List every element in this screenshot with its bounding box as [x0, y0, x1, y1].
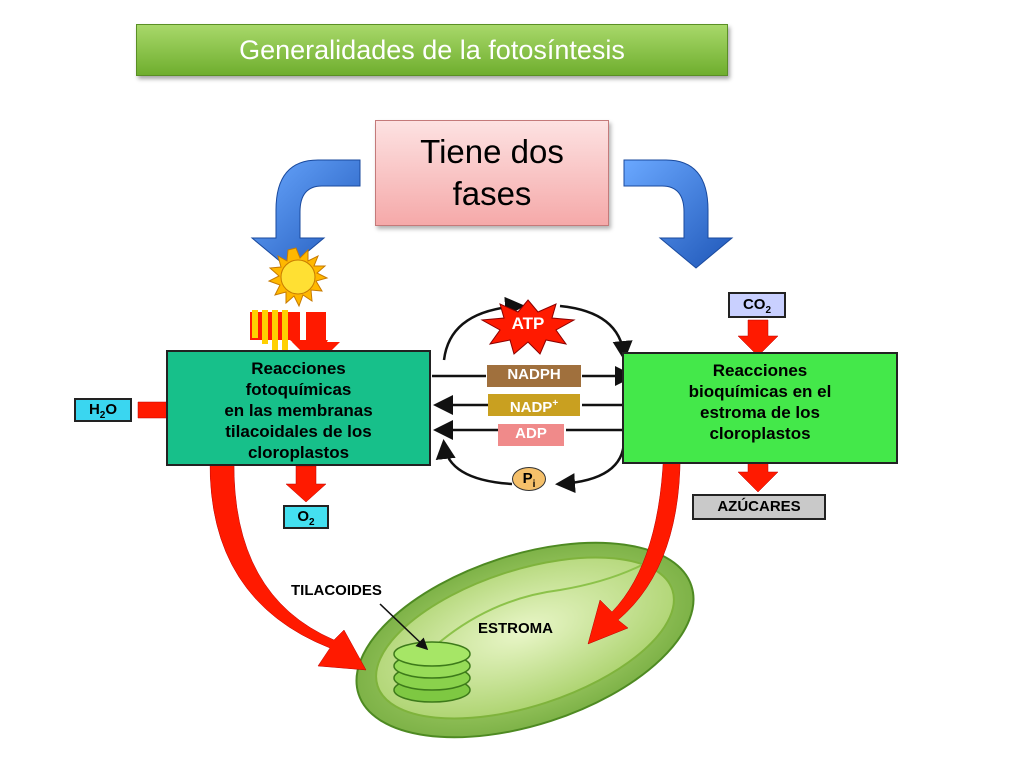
- azucares-label: AZÚCARES: [692, 494, 826, 520]
- photochemical-line-5: cloroplastos: [247, 443, 350, 462]
- atp-burst-icon: [480, 299, 576, 355]
- sun-icon: [267, 247, 329, 308]
- atp-label: ATP: [511, 314, 545, 333]
- photo-to-thylakoid-arrow: [209, 459, 367, 671]
- phases-line-1: Tiene dos: [420, 133, 564, 170]
- co2-arrow: [737, 319, 779, 357]
- estroma-label: ESTROMA: [478, 620, 553, 637]
- biochemical-line-2: bioquímicas en el: [688, 382, 832, 401]
- biochemical-line-1: Reacciones: [712, 361, 808, 380]
- biochemical-reactions-box: Reacciones bioquímicas en el estroma de …: [622, 352, 898, 464]
- photochemical-reactions-box: Reacciones fotoquímicas en las membranas…: [166, 350, 431, 466]
- pi-label: Pi: [512, 467, 546, 491]
- photochemical-line-3: en las membranas: [224, 401, 373, 420]
- co2-label: CO2: [728, 292, 786, 318]
- nadph-label: NADPH: [487, 365, 581, 387]
- photochemical-line-2: fotoquímicas: [245, 380, 352, 399]
- title-banner: Generalidades de la fotosíntesis: [136, 24, 728, 76]
- o2-arrow: [285, 465, 327, 503]
- title-text: Generalidades de la fotosíntesis: [239, 35, 625, 65]
- h2o-label: H2O: [74, 398, 132, 422]
- thylakoid-stack-icon: [393, 641, 471, 703]
- o2-label: O2: [283, 505, 329, 529]
- nadp-label: NADP+: [488, 394, 580, 416]
- photochemical-line-1: Reacciones: [251, 359, 346, 378]
- biochemical-line-4: cloroplastos: [709, 424, 811, 443]
- phases-line-2: fases: [452, 175, 532, 212]
- photochemical-line-4: tilacoidales de los: [225, 422, 372, 441]
- phases-box: Tiene dos fases: [375, 120, 609, 226]
- tilacoides-label: TILACOIDES: [291, 582, 382, 599]
- blue-arrow-right: [623, 159, 734, 269]
- biochemical-line-3: estroma de los: [700, 403, 820, 422]
- blue-arrow-left: [250, 159, 361, 269]
- chloroplast-illustration: [355, 541, 695, 739]
- adp-label: ADP: [498, 424, 564, 446]
